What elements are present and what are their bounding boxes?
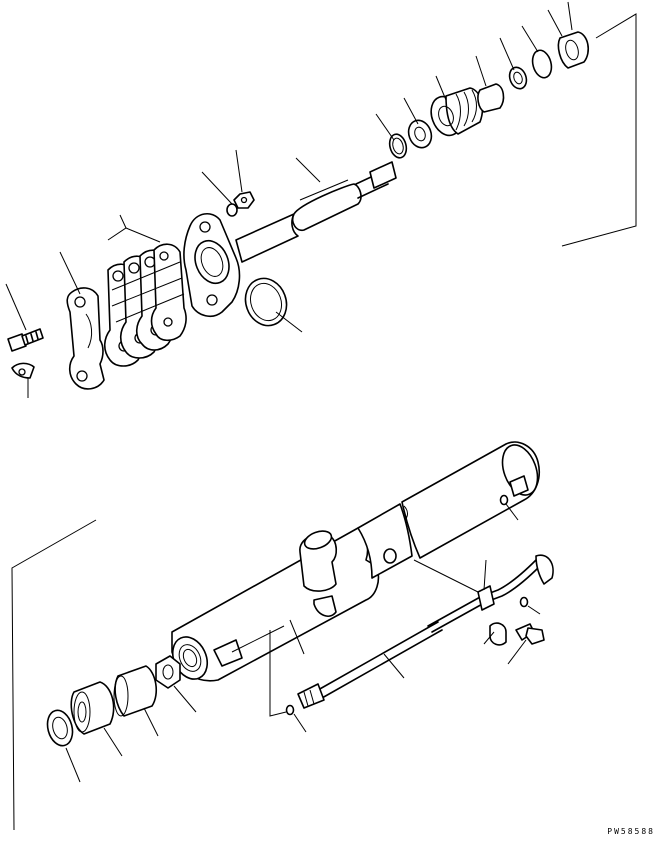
bottom-leader-lines xyxy=(66,504,540,782)
clamp-bolt xyxy=(516,624,544,644)
hydraulic-pipe xyxy=(428,555,553,632)
piston-nut xyxy=(507,65,530,91)
top-reference-bracket xyxy=(562,14,636,246)
mounting-bolt xyxy=(8,329,43,351)
o-ring xyxy=(530,48,555,80)
piston xyxy=(426,88,482,140)
wear-ring xyxy=(478,84,504,112)
head-seal-ring xyxy=(239,273,293,332)
tube-trunnion xyxy=(300,528,336,616)
retaining-ring xyxy=(44,708,76,749)
gland-nut xyxy=(156,656,180,688)
cylinder-tube-rear xyxy=(400,440,544,558)
hose xyxy=(298,622,442,708)
backup-ring xyxy=(558,32,588,68)
drawing-code: PW58588 xyxy=(607,827,655,836)
pipe-clamp xyxy=(490,623,506,645)
dust-seal xyxy=(71,682,113,734)
top-assembly xyxy=(6,2,636,398)
rod-washer xyxy=(227,204,237,216)
lock-washer xyxy=(12,363,34,378)
piston-rod xyxy=(236,162,396,262)
bottom-reference-bracket xyxy=(12,520,486,830)
cylinder-head xyxy=(184,214,240,317)
cushion-ring xyxy=(405,117,435,151)
snap-ring xyxy=(387,132,409,159)
clamp-cap xyxy=(67,288,104,389)
bottom-assembly xyxy=(12,440,553,830)
packing-set xyxy=(105,244,186,366)
bushing xyxy=(114,666,156,716)
top-leader-lines xyxy=(6,2,572,398)
small-o-ring xyxy=(287,496,528,715)
rod-nut xyxy=(234,192,254,208)
